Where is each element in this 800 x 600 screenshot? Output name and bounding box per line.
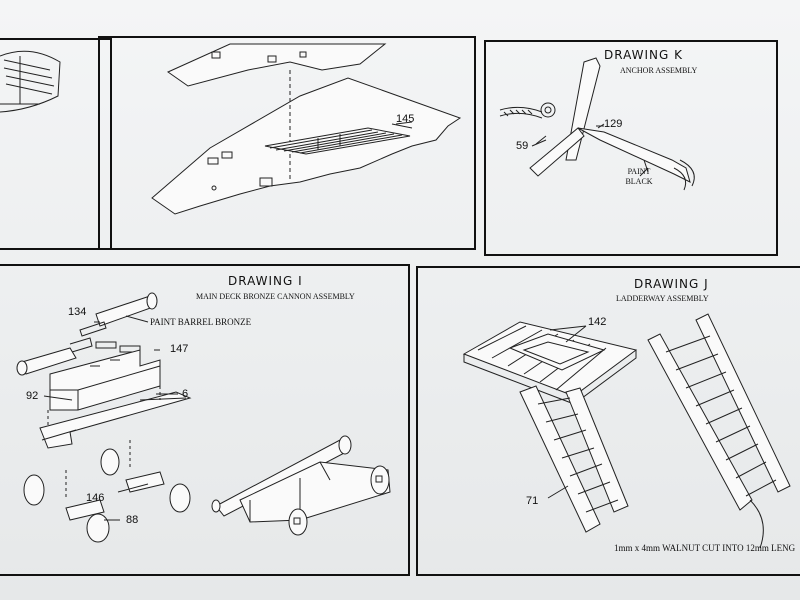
part-label-92: 92 <box>26 390 39 402</box>
anchor-drawing <box>499 57 695 191</box>
leader-lines <box>43 121 649 521</box>
part-label-6: 6 <box>182 388 189 400</box>
drawing-i-title: DRAWING I <box>228 274 303 288</box>
part-label-134: 134 <box>68 306 87 318</box>
part-label-88: 88 <box>126 514 139 526</box>
top-left-panel <box>0 38 112 250</box>
drawing-j-material-note: 1mm x 4mm WALNUT CUT INTO 12mm LENG <box>614 543 796 553</box>
drawing-j-subtitle: LADDERWAY ASSEMBLY <box>616 294 709 303</box>
ladderway-drawing <box>462 313 791 549</box>
assembled-cannon-drawing <box>211 435 391 536</box>
part-label-147: 147 <box>170 343 189 355</box>
top-middle-panel <box>98 36 476 250</box>
drawing-k-paint-note: PAINT BLACK <box>625 167 653 186</box>
hull-fragment <box>0 50 61 113</box>
part-label-145: 145 <box>396 113 415 125</box>
part-label-71: 71 <box>526 495 539 507</box>
drawing-j-title: DRAWING J <box>634 277 709 291</box>
drawing-j-panel <box>416 266 800 576</box>
part-label-59: 59 <box>516 140 529 152</box>
drawing-i-subtitle: MAIN DECK BRONZE CANNON ASSEMBLY <box>196 292 355 301</box>
cannon-parts-drawing <box>16 292 192 543</box>
drawing-k-subtitle: ANCHOR ASSEMBLY <box>620 66 698 75</box>
drawing-i-paint-note: PAINT BARREL BRONZE <box>150 317 252 327</box>
drawing-i-panel <box>0 264 410 576</box>
part-label-142: 142 <box>588 316 607 328</box>
part-label-146: 146 <box>86 492 105 504</box>
deck-plan-drawing <box>151 43 462 215</box>
drawing-k-title: DRAWING K <box>604 48 684 62</box>
drawing-k-panel <box>484 40 778 256</box>
part-label-129: 129 <box>604 118 623 130</box>
